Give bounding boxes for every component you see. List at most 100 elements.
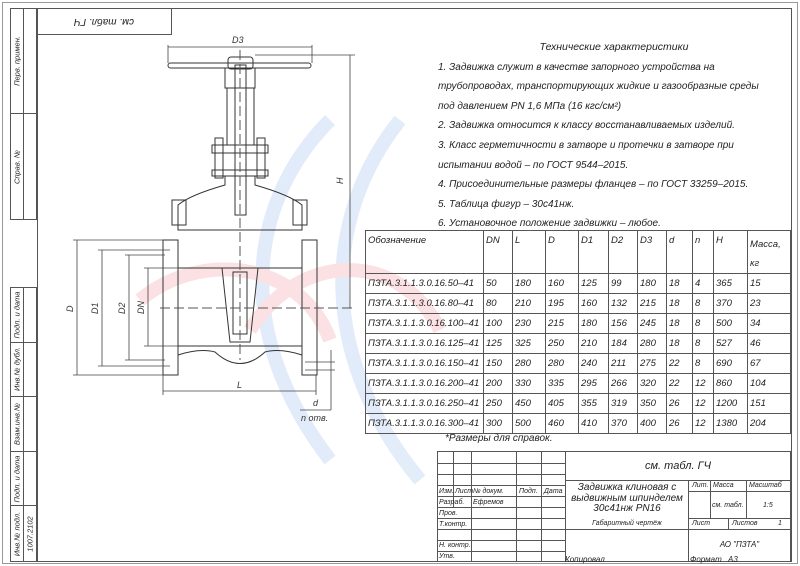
table-cell: 26	[666, 393, 693, 414]
side-strip-bottom: Подп. и дата Инв.№ дубл. Взам.инв.№ Подп…	[10, 287, 37, 562]
note-line: 4. Присоединительные размеры фланцев – п…	[438, 179, 749, 191]
table-cell: 132	[608, 293, 638, 314]
table-cell: 160	[545, 273, 579, 294]
table-cell: 240	[578, 353, 609, 374]
table-cell: 330	[512, 373, 546, 394]
table-cell: 280	[512, 353, 546, 374]
table-cell: ПЗТА.3.1.1.3.0.16.125–41	[365, 333, 484, 354]
note-line: под давлением PN 1,6 МПа (16 кгс/см²)	[438, 100, 622, 112]
table-cell: d	[666, 230, 693, 274]
table-cell: 450	[512, 393, 546, 414]
dim-d2: D2	[117, 302, 127, 314]
table-cell: 210	[512, 293, 546, 314]
table-cell: 319	[608, 393, 638, 414]
note-line: испытании водой – по ГОСТ 9544–2015.	[438, 159, 629, 171]
product-name: Задвижка клиновая с выдвижным шпинделем …	[571, 482, 683, 514]
drawing-frame	[37, 8, 792, 562]
table-cell: 34	[747, 313, 791, 334]
table-cell: 204	[747, 413, 791, 434]
note-line: 2. Задвижка относится к классу восстанав…	[438, 120, 735, 132]
table-cell: 1200	[713, 393, 748, 414]
listov-value: 1	[778, 520, 782, 527]
table-cell: 180	[637, 273, 667, 294]
table-cell: 860	[713, 373, 748, 394]
masshtab-value: 1:5	[763, 502, 773, 509]
table-cell: 245	[637, 313, 667, 334]
dim-h: H	[335, 177, 345, 184]
table-cell: ПЗТА.3.1.1.3.0.16.300–41	[365, 413, 484, 434]
table-cell: 280	[545, 353, 579, 374]
table-cell: 266	[608, 373, 638, 394]
table-cell: 250	[483, 393, 513, 414]
table-cell: 8	[692, 353, 714, 374]
table-cell: D3	[637, 230, 667, 274]
lit-label: Лит.	[692, 482, 709, 489]
table-cell: 365	[713, 273, 748, 294]
table-cell: 275	[637, 353, 667, 374]
list-label: Лист	[692, 520, 711, 527]
table-cell: 8	[692, 333, 714, 354]
table-cell: 325	[512, 333, 546, 354]
format-label: Формат	[690, 555, 722, 564]
side-strip-top: Перв. примен. Справ. №	[10, 8, 37, 220]
col-podp: Подп.	[519, 488, 538, 495]
nkontr-label: Н. контр.	[439, 542, 471, 549]
table-cell: 210	[578, 333, 609, 354]
table-cell: Обозначение	[365, 230, 484, 274]
table-cell: 195	[545, 293, 579, 314]
table-cell: 370	[713, 293, 748, 314]
designation: см. табл. ГЧ	[645, 460, 711, 472]
table-cell: Масса, кг	[747, 230, 791, 274]
table-cell: 200	[483, 373, 513, 394]
table-cell: L	[512, 230, 546, 274]
dim-d: D	[65, 305, 75, 312]
dim-hole-d: d	[313, 398, 319, 408]
doc-type: Габаритный чертёж	[592, 520, 662, 527]
table-cell: 4	[692, 273, 714, 294]
title-block: Изм. Лист № докум. Подп. Дата Разраб. Еф…	[437, 451, 791, 562]
table-cell: 125	[578, 273, 609, 294]
table-cell: 100	[483, 313, 513, 334]
note-line: 5. Таблица фигур – 30с41нж.	[438, 198, 575, 210]
kopiroval-label: Копировал	[565, 555, 605, 564]
table-cell: 295	[578, 373, 609, 394]
note-line: трубопроводах, транспортирующих жидкие и…	[438, 81, 759, 93]
table-cell: 230	[512, 313, 546, 334]
table-cell: 184	[608, 333, 638, 354]
note-line: 3. Класс герметичности в затворе и проте…	[438, 139, 734, 151]
table-cell: 1380	[713, 413, 748, 434]
table-cell: D2	[608, 230, 638, 274]
table-cell: 211	[608, 353, 638, 374]
table-cell: ПЗТА.3.1.1.3.0.16.80–41	[365, 293, 484, 314]
razrab-label: Разраб.	[439, 499, 465, 506]
tkontr-label: Т.контр.	[439, 521, 468, 528]
col-list: Лист	[455, 488, 474, 495]
table-cell: 180	[512, 273, 546, 294]
table-cell: 405	[545, 393, 579, 414]
table-cell: ПЗТА.3.1.1.3.0.16.250–41	[365, 393, 484, 414]
utv-label: Утв.	[439, 553, 455, 560]
notes-title: Технические характеристики	[539, 41, 689, 53]
table-cell: 151	[747, 393, 791, 414]
table-cell: 67	[747, 353, 791, 374]
prov-label: Пров.	[439, 510, 458, 517]
col-doc: № докум.	[473, 488, 504, 495]
table-cell: 215	[637, 293, 667, 314]
table-cell: ПЗТА.3.1.1.3.0.16.200–41	[365, 373, 484, 394]
table-cell: D1	[578, 230, 609, 274]
table-cell: 80	[483, 293, 513, 314]
note-line: 1. Задвижка служит в качестве запорного …	[438, 61, 715, 73]
dim-d3: D3	[232, 35, 244, 45]
listov-label: Листов	[732, 520, 758, 527]
table-cell: 215	[545, 313, 579, 334]
table-cell: 320	[637, 373, 667, 394]
table-cell: 500	[512, 413, 546, 434]
col-data: Дата	[544, 488, 563, 495]
